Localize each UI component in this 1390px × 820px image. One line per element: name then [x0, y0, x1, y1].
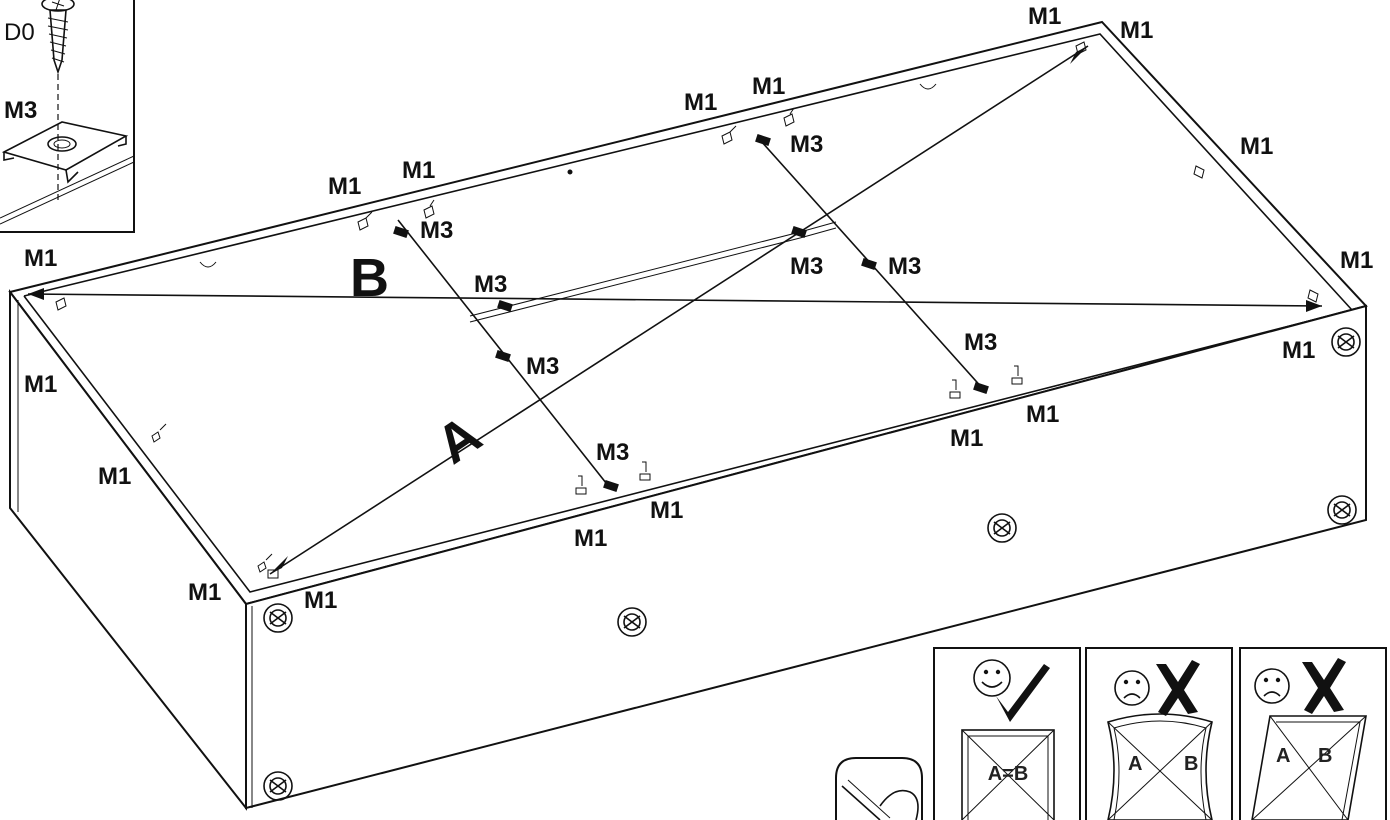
cross-mark-icon	[1156, 660, 1200, 716]
m1-label: M1	[402, 157, 435, 184]
tape-measure-icon	[835, 757, 923, 820]
m3-label: M3	[420, 217, 453, 244]
fittings	[55, 41, 1319, 579]
cam-brackets	[393, 134, 989, 492]
m1-label: M1	[1340, 247, 1373, 274]
diag-b-label: B	[1318, 745, 1332, 767]
diag-b-label: B	[1184, 753, 1198, 775]
bracket-icon	[1, 121, 129, 184]
screw-icon	[41, 0, 75, 75]
foot-pad-icon	[263, 327, 1361, 801]
cabinet-body	[8, 20, 1368, 811]
diagonal-b	[27, 288, 1323, 312]
m3-labels: M3 M3 M3 M3 M3 M3 M3 M3	[420, 131, 997, 466]
m3-label: M3	[964, 329, 997, 356]
m1-label: M1	[1240, 133, 1273, 160]
m1-label: M1	[752, 73, 785, 100]
m1-labels: M1 M1 M1 M1 M1 M1 M1 M1 M1 M1 M1 M1 M1 M…	[24, 3, 1373, 614]
m3-label: M3	[790, 131, 823, 158]
diag-a-label: A	[1128, 753, 1142, 775]
m1-label: M1	[1028, 3, 1061, 30]
m3-label: M3	[526, 353, 559, 380]
inset-detail: D0 M3	[0, 0, 135, 233]
check-panel-wrong-1: A B	[1085, 647, 1233, 820]
check-panel-correct: A=B	[933, 647, 1081, 820]
cross-mark-icon	[1302, 658, 1346, 714]
m1-label: M1	[24, 371, 57, 398]
check-mark-icon	[996, 664, 1050, 722]
frown-icon	[1114, 670, 1150, 706]
m3-label: M3	[596, 439, 629, 466]
diag-a-label: A	[1276, 745, 1290, 767]
m1-label: M1	[188, 579, 221, 606]
m1-label: M1	[950, 425, 983, 452]
bracket-label: M3	[4, 97, 37, 124]
m1-label: M1	[574, 525, 607, 552]
m1-label: M1	[1282, 337, 1315, 364]
m3-label: M3	[474, 271, 507, 298]
m1-label: M1	[304, 587, 337, 614]
m1-label: M1	[650, 497, 683, 524]
m3-label: M3	[790, 253, 823, 280]
m1-label: M1	[1026, 401, 1059, 428]
m1-label: M1	[98, 463, 131, 490]
m1-label: M1	[24, 245, 57, 272]
diagonal-b-label: B	[350, 248, 389, 308]
m1-label: M1	[684, 89, 717, 116]
smiley-icon	[973, 659, 1011, 697]
check-panel-wrong-2: A B	[1239, 647, 1387, 820]
frown-icon	[1254, 668, 1290, 704]
m1-label: M1	[1120, 17, 1153, 44]
screw-label: D0	[4, 19, 35, 46]
equal-label: A=B	[988, 763, 1029, 785]
m3-label: M3	[888, 253, 921, 280]
m1-label: M1	[328, 173, 361, 200]
